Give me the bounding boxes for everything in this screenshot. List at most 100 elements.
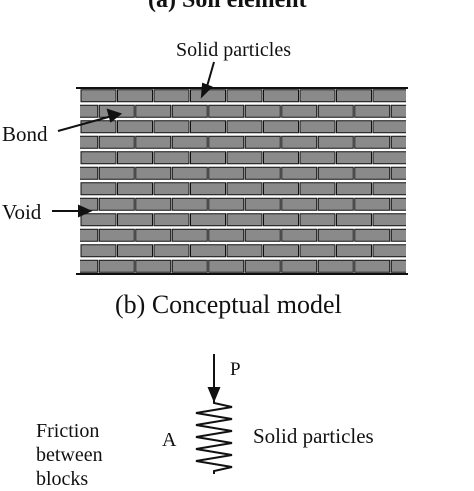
solid-particle	[190, 244, 226, 258]
solid-particle	[135, 166, 172, 180]
solid-particle	[80, 182, 117, 196]
solid-particle	[208, 228, 245, 242]
arrows	[52, 61, 221, 403]
solid-particle	[410, 183, 445, 195]
solid-particle	[45, 245, 80, 257]
solid-particle	[428, 229, 463, 241]
point-a-label: A	[162, 429, 177, 451]
solid-particle	[244, 259, 281, 273]
solid-particle	[281, 197, 318, 211]
solid-particle	[153, 151, 190, 165]
particle-grid	[45, 87, 463, 275]
solid-particle	[135, 197, 172, 211]
solid-particle	[281, 166, 318, 180]
bond-label: Bond	[2, 122, 48, 146]
solid-particle	[98, 259, 135, 273]
solid-particle	[190, 120, 226, 134]
solid-particle	[208, 197, 245, 211]
solid-particle	[372, 151, 406, 165]
solid-particle	[80, 244, 117, 258]
solid-particle	[244, 166, 281, 180]
solid-particle	[153, 213, 190, 227]
solid-particle	[299, 89, 336, 103]
solid-particle	[80, 89, 117, 103]
solid-particle	[390, 166, 406, 180]
solid-particle	[372, 182, 406, 196]
solid-particles-arrowhead	[200, 82, 213, 99]
solid-particle	[135, 259, 172, 273]
load-arrowhead	[207, 387, 221, 403]
solid-particle	[390, 135, 406, 149]
solid-particle	[428, 105, 463, 117]
solid-particle	[117, 213, 153, 227]
solid-particle	[171, 228, 208, 242]
solid-particle	[263, 244, 299, 258]
solid-particle	[390, 197, 406, 211]
solid-particle	[171, 259, 208, 273]
solid-particle	[117, 151, 153, 165]
solid-particle	[428, 260, 463, 272]
solid-particle	[244, 228, 281, 242]
solid-particle	[372, 213, 406, 227]
solid-particle	[390, 228, 406, 242]
solid-particle	[299, 213, 336, 227]
solid-particle	[354, 197, 391, 211]
solid-particle	[244, 104, 281, 118]
solid-particle	[354, 166, 391, 180]
solid-particle	[80, 151, 117, 165]
solid-particles-label: Solid particles	[176, 39, 291, 61]
solid-particle	[80, 135, 99, 149]
solid-particle	[372, 120, 406, 134]
solid-particle	[80, 259, 99, 273]
solid-particle	[263, 120, 299, 134]
friction-line: Friction	[36, 420, 100, 442]
spring-icon	[195, 400, 233, 474]
solid-particle	[45, 183, 80, 195]
solid-particle	[45, 152, 80, 164]
solid-particle	[410, 121, 445, 133]
bond-arrowhead	[106, 108, 123, 123]
solid-particle	[244, 197, 281, 211]
friction-line: between	[36, 444, 103, 466]
solid-particle	[263, 89, 299, 103]
solid-particle	[390, 259, 406, 273]
solid-particle	[336, 182, 372, 196]
conceptual-model-diagram	[45, 61, 463, 474]
solid-particle	[80, 228, 99, 242]
solid-particle	[336, 151, 372, 165]
friction-line: blocks	[36, 468, 89, 490]
friction-label: Friction between blocks	[36, 419, 136, 491]
solid-particle	[208, 104, 245, 118]
solid-particle	[226, 244, 263, 258]
solid-particle	[135, 104, 172, 118]
solid-particle	[390, 104, 406, 118]
solid-particle	[98, 166, 135, 180]
solid-particle	[153, 244, 190, 258]
solid-particle	[428, 136, 463, 148]
solid-particle	[336, 244, 372, 258]
solid-particle	[98, 228, 135, 242]
solid-particle	[226, 89, 263, 103]
solid-particle	[317, 259, 354, 273]
solid-particle	[135, 228, 172, 242]
solid-particle	[281, 228, 318, 242]
solid-particle	[336, 89, 372, 103]
solid-particle	[410, 152, 445, 164]
solid-particle	[317, 197, 354, 211]
void-label: Void	[2, 200, 42, 224]
solid-particle	[317, 135, 354, 149]
solid-particle	[171, 104, 208, 118]
solid-particle	[171, 135, 208, 149]
solid-particle	[98, 135, 135, 149]
solid-particle	[354, 259, 391, 273]
solid-particle	[299, 151, 336, 165]
bond-arrow	[57, 115, 113, 132]
solid-particle	[117, 244, 153, 258]
solid-particle	[263, 182, 299, 196]
solid-particle	[190, 89, 226, 103]
solid-particle	[354, 228, 391, 242]
solid-particle	[336, 120, 372, 134]
solid-particle	[80, 213, 117, 227]
solid-particle	[226, 151, 263, 165]
solid-particle	[317, 228, 354, 242]
